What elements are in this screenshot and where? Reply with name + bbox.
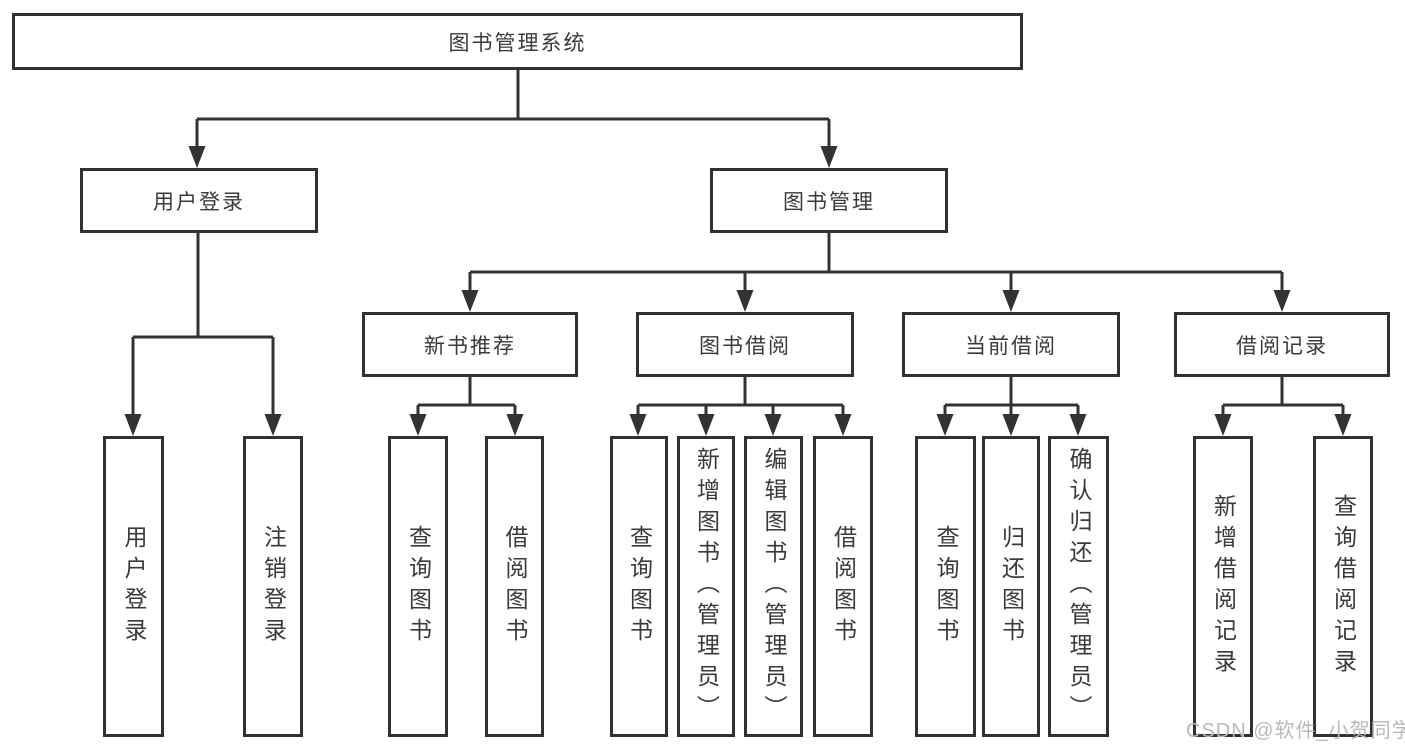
node-leaf-add-borrow-record: 新增借阅记录 bbox=[1193, 436, 1253, 737]
node-leaf-edit-books-admin: 编辑图书（管理员） bbox=[744, 436, 803, 737]
node-leaf-add-books-admin: 新增图书（管理员） bbox=[677, 436, 735, 737]
node-leaf-query-books-current: 查询图书 bbox=[915, 436, 976, 737]
node-user-login: 用户登录 bbox=[80, 168, 318, 233]
node-leaf-borrow-books-recommend: 借阅图书 bbox=[485, 436, 544, 737]
node-root: 图书管理系统 bbox=[12, 13, 1023, 70]
node-borrowing-records: 借阅记录 bbox=[1174, 312, 1390, 377]
node-current-borrowing: 当前借阅 bbox=[902, 312, 1120, 377]
csdn-watermark: CSDN @软件_小贺同学 bbox=[1186, 720, 1405, 742]
node-leaf-return-books: 归还图书 bbox=[982, 436, 1040, 737]
node-leaf-query-borrow-record: 查询借阅记录 bbox=[1313, 436, 1373, 737]
node-new-book-recommend: 新书推荐 bbox=[362, 312, 578, 377]
node-leaf-user-login: 用户登录 bbox=[103, 436, 164, 737]
node-leaf-borrow-books-borrowing: 借阅图书 bbox=[813, 436, 873, 737]
node-leaf-logout: 注销登录 bbox=[243, 436, 303, 737]
node-book-borrowing: 图书借阅 bbox=[636, 312, 854, 377]
node-leaf-query-books-borrowing: 查询图书 bbox=[610, 436, 668, 737]
node-leaf-confirm-return-admin: 确认归还（管理员） bbox=[1048, 436, 1109, 737]
node-leaf-query-books-recommend: 查询图书 bbox=[388, 436, 448, 737]
node-book-management: 图书管理 bbox=[710, 168, 948, 233]
